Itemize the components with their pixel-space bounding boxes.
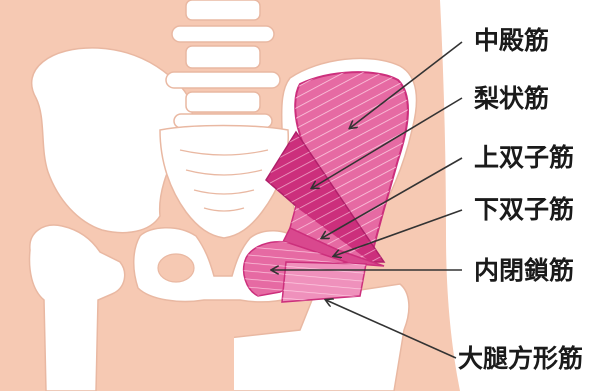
quadratus-femoris-muscle	[282, 262, 366, 302]
obturator-foramen	[158, 254, 194, 282]
perineum-gap	[196, 336, 234, 391]
label-quadratus-femoris: 大腿方形筋	[458, 346, 583, 371]
label-gemellus-superior: 上双子筋	[474, 145, 574, 170]
label-obturator-internus: 内閉鎖筋	[474, 258, 574, 283]
label-gluteus-medius: 中殿筋	[474, 28, 549, 53]
label-gemellus-inferior: 下双子筋	[474, 197, 574, 222]
label-piriformis: 梨状筋	[474, 86, 549, 111]
